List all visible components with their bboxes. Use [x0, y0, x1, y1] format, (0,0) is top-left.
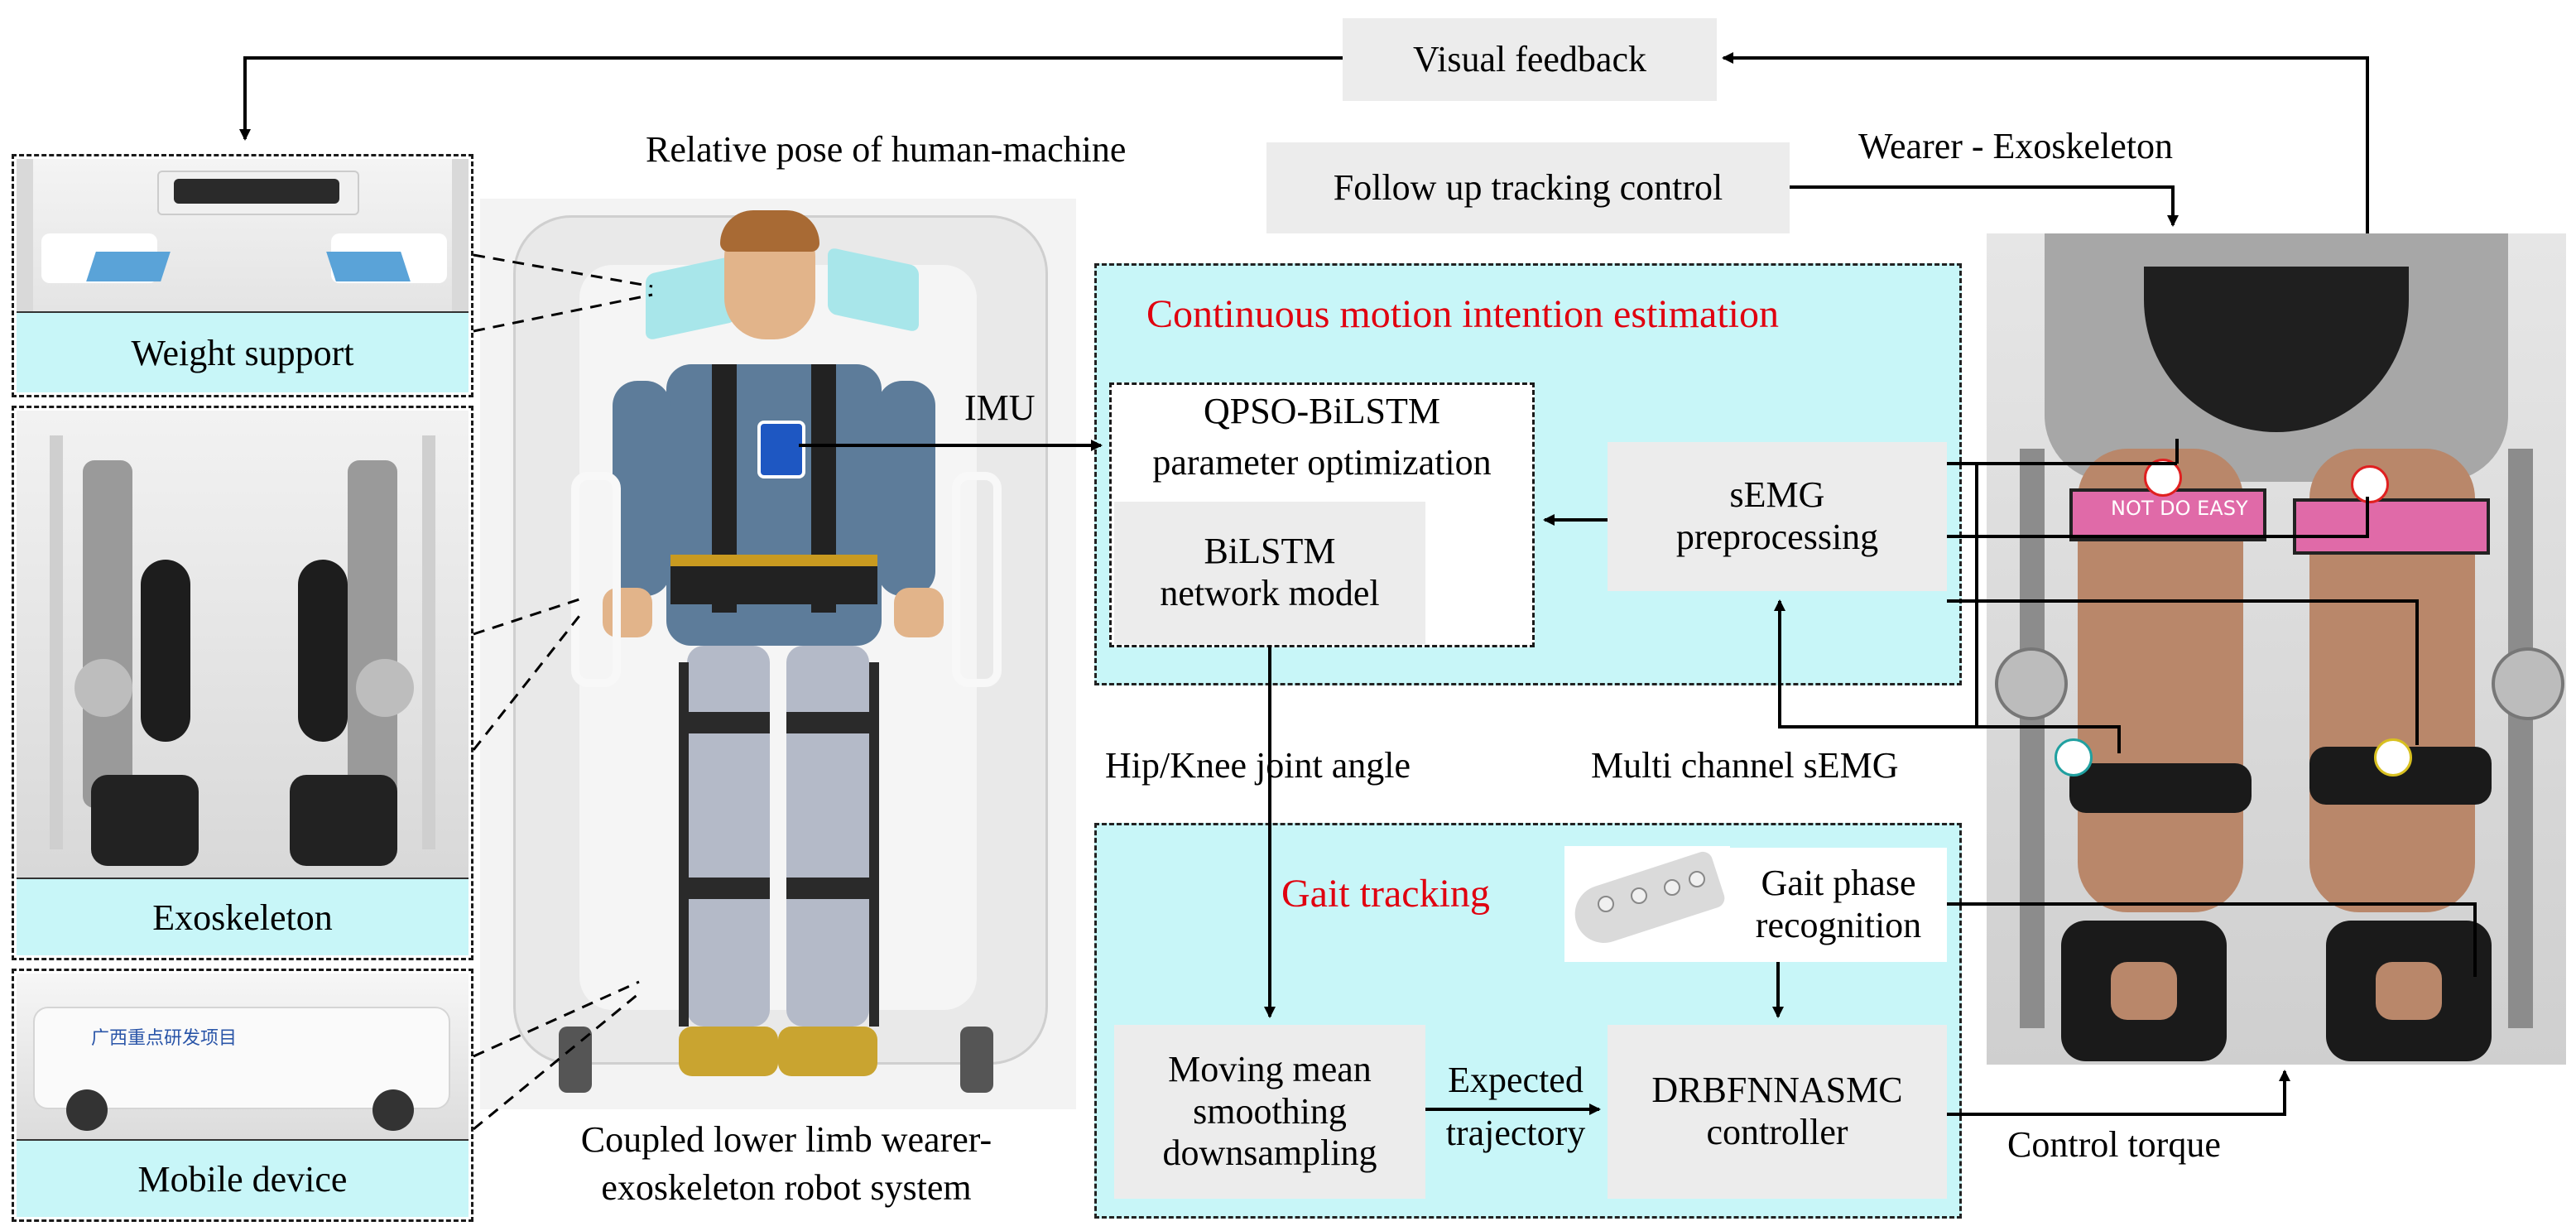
- follow-up-box: Follow up tracking control: [1266, 142, 1790, 233]
- control-torque-arrow: [1947, 1070, 2290, 1116]
- semg-preprocessing-box: sEMG preprocessing: [1608, 442, 1947, 591]
- mobile-device-sign: 广西重点研发项目: [91, 1028, 238, 1049]
- system-caption-line1: Coupled lower limb wearer-: [580, 1119, 992, 1160]
- bilstm-line1: BiLSTM: [1204, 531, 1336, 572]
- multichannel-up-arrow: [1774, 599, 1977, 729]
- imu-label: IMU: [964, 387, 1036, 428]
- follow-up-label: Follow up tracking control: [1333, 166, 1723, 208]
- weight-support-panel: Weight support: [12, 154, 473, 397]
- moving-line3: downsampling: [1162, 1132, 1377, 1174]
- robot-system-image: [480, 199, 1076, 1109]
- bilstm-box: BiLSTM network model: [1114, 502, 1425, 644]
- feedback-arrow-left-down: [239, 56, 1343, 141]
- multi-channel-label: Multi channel sEMG: [1591, 745, 1899, 786]
- mobile-device-photo: 广西重点研发项目: [17, 974, 469, 1139]
- visual-feedback-label: Visual feedback: [1412, 38, 1646, 79]
- moving-mean-box: Moving mean smoothing downsampling: [1114, 1025, 1425, 1199]
- controller-box: DRBFNNASMC controller: [1608, 1025, 1947, 1199]
- moving-line2: smoothing: [1193, 1090, 1347, 1132]
- qpso-line2: parameter optimization: [1152, 442, 1492, 483]
- imu-sensor: [757, 421, 805, 478]
- exoskeleton-panel: Exoskeleton: [12, 406, 473, 960]
- strap-text: NOT DO EASY: [2111, 497, 2248, 520]
- relative-pose-label: Relative pose of human-machine: [646, 129, 1127, 170]
- exoskeleton-photo: [17, 411, 469, 878]
- visual-feedback-box: Visual feedback: [1343, 18, 1717, 101]
- expected-line1: Expected: [1448, 1060, 1584, 1100]
- control-torque-label: Control torque: [2007, 1124, 2221, 1165]
- mobile-device-panel: 广西重点研发项目 Mobile device: [12, 969, 473, 1222]
- gait-phase-line1: Gait phase: [1761, 863, 1916, 904]
- gait-phase-box: Gait phase recognition: [1730, 848, 1947, 962]
- controller-line1: DRBFNNASMC: [1651, 1070, 1903, 1111]
- wearer-exoskeleton-label: Wearer - Exoskeleton: [1858, 126, 2174, 166]
- feedback-arrow-right-up: [1722, 52, 2369, 233]
- controller-line2: controller: [1706, 1112, 1848, 1152]
- weight-support-label: Weight support: [17, 311, 469, 392]
- moving-line1: Moving mean: [1168, 1049, 1372, 1090]
- weight-support-photo: [17, 159, 469, 311]
- qpso-line1: QPSO-BiLSTM: [1203, 391, 1441, 431]
- foot-sensor-image: [1564, 846, 1730, 962]
- semg-line2: preprocessing: [1675, 517, 1879, 557]
- expected-line2: trajectory: [1445, 1113, 1586, 1153]
- wearer-photo: NOT DO EASY: [1987, 233, 2566, 1065]
- joint-angle-label: Hip/Knee joint angle: [1105, 745, 1411, 786]
- semg-line1: sEMG: [1729, 474, 1825, 516]
- gait-phase-line2: recognition: [1755, 905, 1922, 945]
- cmie-title: Continuous motion intention estimation: [1146, 292, 1779, 336]
- exoskeleton-label: Exoskeleton: [17, 878, 469, 955]
- bilstm-line2: network model: [1160, 573, 1380, 613]
- system-caption-line2: exoskeleton robot system: [601, 1167, 972, 1208]
- gait-title: Gait tracking: [1281, 872, 1490, 916]
- follow-up-arrow: [1790, 185, 2179, 227]
- mobile-device-label: Mobile device: [17, 1139, 469, 1217]
